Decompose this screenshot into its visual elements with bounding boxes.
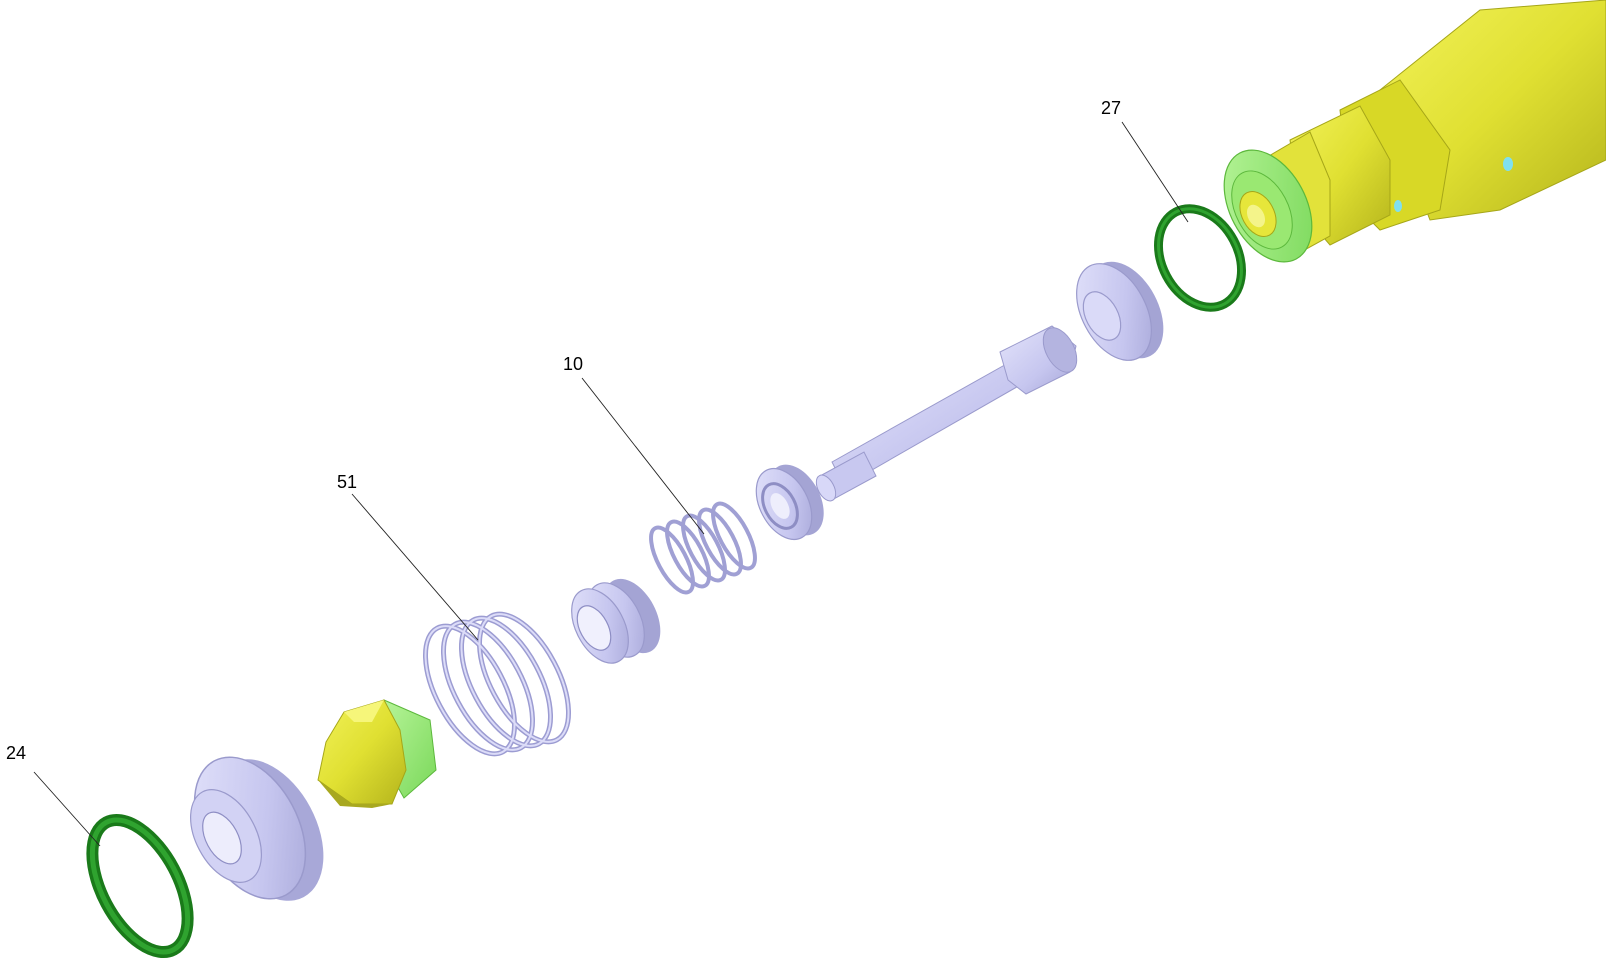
flanged-washer [1076,261,1164,361]
large-spring-51 [422,611,572,757]
callout-label-10: 10 [563,354,583,374]
sleeve-collar [571,578,661,664]
valve-stem [815,325,1078,502]
o-ring-24 [86,813,194,959]
large-spring-highlight [424,613,570,755]
o-ring-27 [1154,204,1246,312]
spring-seat [755,464,824,540]
leader-line-24 [33,771,101,847]
leader-line-27 [1121,121,1189,223]
small-spring-10 [649,501,757,595]
valve-housing [1223,0,1606,263]
callout-label-24: 24 [6,743,26,763]
leader-line-51 [351,493,479,641]
large-bushing [190,756,324,901]
leader-line-10 [581,377,705,535]
callout-label-51: 51 [337,472,357,492]
callout-label-27: 27 [1101,98,1121,118]
cone-nut [317,699,437,808]
